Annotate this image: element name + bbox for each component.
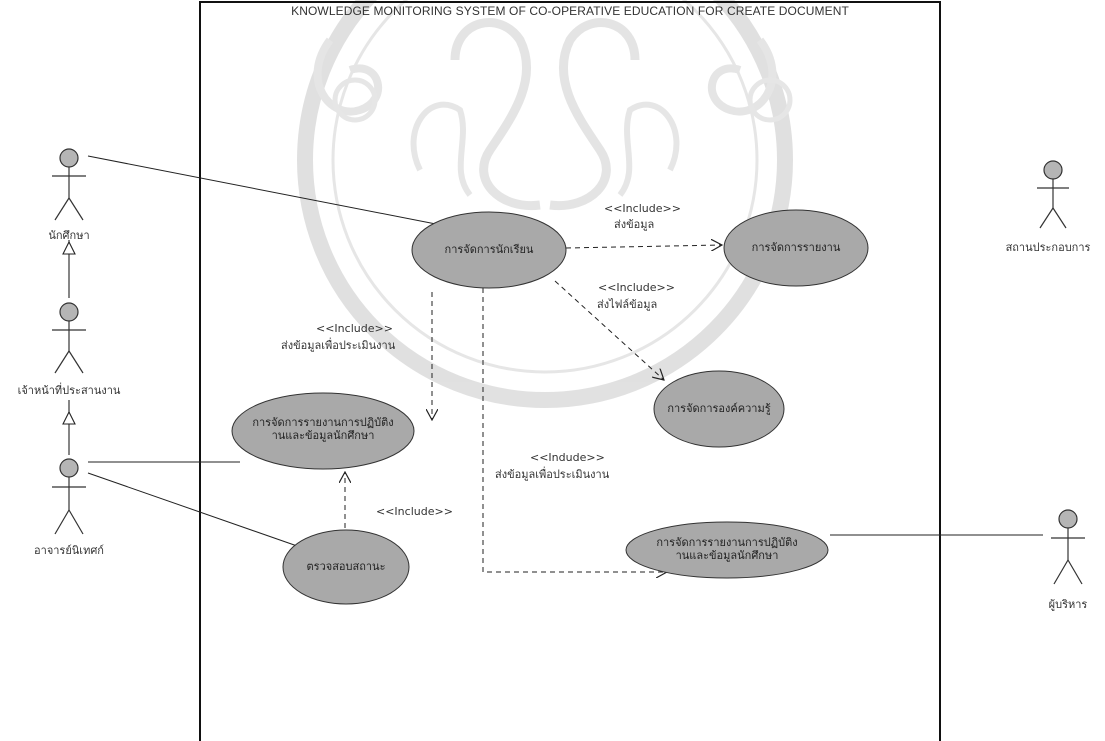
actor-student-label: นักศึกษา: [48, 229, 90, 242]
usecase-manage-practice-right-label: การจัดการรายงานการปฏิบัติง านและข้อมูลนั…: [626, 536, 828, 562]
actor-supervisor-figure: [52, 458, 86, 535]
actor-executive-figure: [1051, 509, 1085, 585]
actor-student-figure: [52, 148, 86, 221]
generalization-arrowhead-coordinator: [62, 410, 76, 425]
usecase-manage-practice-right-shape: [625, 521, 829, 579]
usecase-check-status-label: ตรวจสอบสถานะ: [306, 560, 386, 573]
usecase-manage-reports-label: การจัดการรายงาน: [751, 241, 841, 254]
include-send-file-label: ส่งไฟล์ข้อมูล: [597, 298, 658, 311]
usecase-manage-knowledge-shape: [653, 370, 785, 448]
actor-establishment-label: สถานประกอบการ: [1005, 241, 1091, 254]
usecase-manage-practice-right-line1: การจัดการรายงานการปฏิบัติง: [656, 536, 798, 549]
indude-send-eval-label: ส่งข้อมูลเพื่อประเมินงาน: [495, 468, 610, 481]
usecase-manage-practice-left-line1: การจัดการรายงานการปฏิบัติง: [252, 416, 394, 429]
usecase-check-status-shape: [282, 529, 410, 605]
include-send-eval-stereotype: <<Include>>: [316, 322, 393, 335]
actor-supervisor-label: อาจารย์นิเทศก์: [34, 544, 104, 557]
usecase-manage-students-shape: [411, 211, 567, 289]
association-student-manage-students: [87, 155, 447, 227]
usecase-manage-knowledge-label: การจัดการองค์ความรู้: [667, 402, 771, 415]
system-boundary: [199, 1, 941, 741]
include-send-file-stereotype: <<Include>>: [598, 281, 675, 294]
include-check-stereotype: <<Include>>: [376, 505, 453, 518]
actor-coordinator-label: เจ้าหน้าที่ประสานงาน: [17, 384, 121, 397]
diagram-title: KNOWLEDGE MONITORING SYSTEM OF CO-OPERAT…: [291, 4, 849, 18]
usecase-manage-students-label: การจัดการนักเรียน: [444, 243, 534, 256]
actor-establishment-figure: [1037, 160, 1069, 229]
actor-executive-label: ผู้บริหาร: [1048, 598, 1088, 611]
include-manage-knowledge: [554, 280, 664, 380]
actor-coordinator-figure: [52, 302, 86, 374]
indude-manage-practice-right: [482, 288, 667, 572]
include-send-data-stereotype: <<Include>>: [604, 202, 681, 215]
generalization-arrowhead-student: [62, 240, 76, 255]
association-supervisor-check-status: [87, 472, 301, 548]
indude-send-eval-stereotype: <<Indude>>: [530, 451, 605, 464]
usecase-manage-practice-left-line2: านและข้อมูลนักศึกษา: [271, 429, 375, 442]
include-send-eval-label: ส่งข้อมูลเพื่อประเมินงาน: [281, 339, 396, 352]
usecase-manage-practice-left-label: การจัดการรายงานการปฏิบัติง านและข้อมูลนั…: [232, 416, 414, 442]
include-manage-reports: [565, 245, 722, 248]
include-send-data-label: ส่งข้อมูล: [614, 218, 655, 231]
watermark-seal: [297, 0, 793, 408]
usecase-manage-practice-right-line2: านและข้อมูลนักศึกษา: [675, 549, 779, 562]
usecase-manage-practice-left-shape: [231, 392, 415, 470]
usecase-manage-reports-shape: [723, 209, 869, 287]
